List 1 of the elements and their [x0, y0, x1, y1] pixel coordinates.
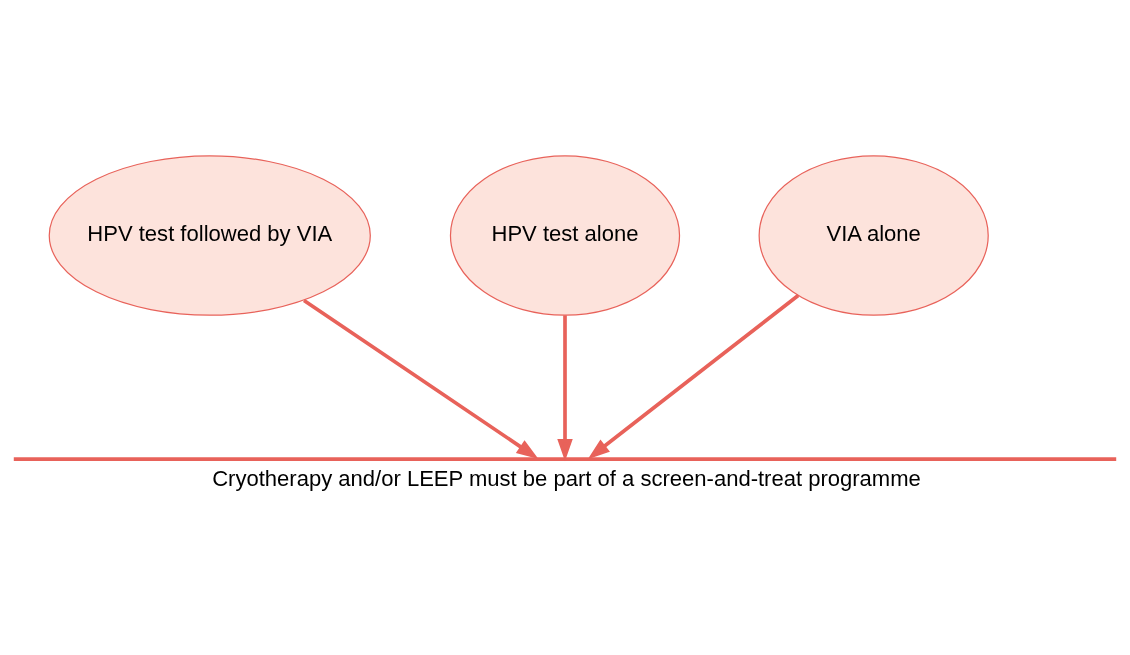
node-label: Cryotherapy and/or LEEP must be part of a screen-and-treat programme [212, 465, 921, 491]
